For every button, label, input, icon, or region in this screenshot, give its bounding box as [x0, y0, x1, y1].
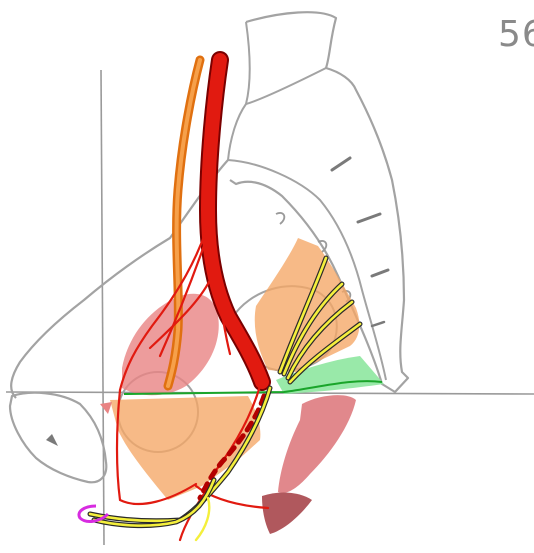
foramen-mark-3 — [372, 270, 388, 276]
foramen-mark-2 — [358, 214, 380, 222]
fat-region-main — [110, 396, 260, 500]
pubis-outline — [10, 393, 106, 483]
dark-muscle-tip — [262, 493, 312, 534]
vertical-axis-line — [101, 70, 104, 545]
foramen-squiggle-1 — [276, 213, 284, 224]
foramen-mark-4 — [372, 322, 384, 326]
pink-muscle-lower — [278, 395, 356, 493]
sacrum-inner-ridge — [246, 22, 326, 104]
pubis-mark — [46, 434, 58, 446]
page-number-label: 56 — [498, 14, 534, 55]
fat-region-notch — [100, 402, 112, 414]
foramen-mark-1 — [332, 158, 350, 170]
